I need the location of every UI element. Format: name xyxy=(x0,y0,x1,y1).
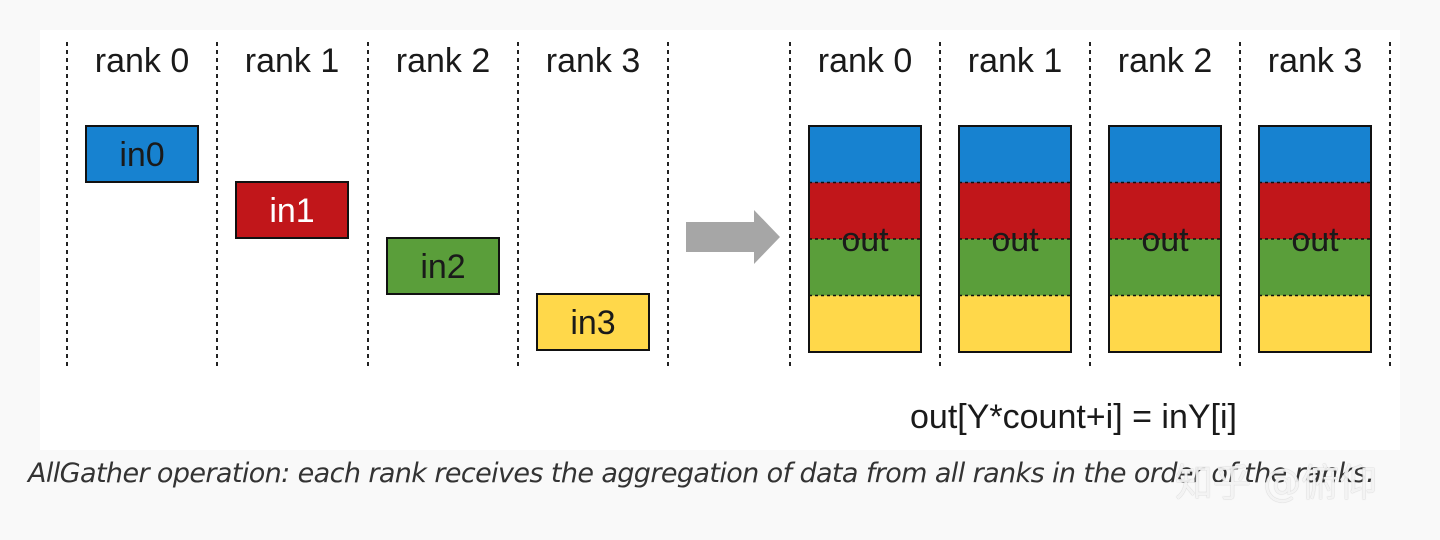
output-stack-border-0 xyxy=(808,125,922,353)
output-segment-1-0 xyxy=(959,126,1071,183)
output-segment-3-0 xyxy=(1259,126,1371,183)
output-segment-0-0 xyxy=(809,126,921,183)
input-block-label-2: in2 xyxy=(420,248,465,286)
output-segment-3-1 xyxy=(1259,182,1371,239)
before-rank-label-0: rank 0 xyxy=(95,42,190,80)
output-segment-2-3 xyxy=(1109,295,1221,352)
output-stack-1: out xyxy=(958,125,1072,353)
allgather-diagram: rank 0 rank 1 rank 2 rank 3 in0 in1 in2 in3 ran… xyxy=(66,42,1391,436)
output-stack-border-1 xyxy=(958,125,1072,353)
before-rank-label-3: rank 3 xyxy=(546,42,641,80)
output-segment-0-1 xyxy=(809,182,921,239)
input-block-3 xyxy=(536,293,650,351)
output-stack-3: out xyxy=(1258,125,1372,353)
output-segment-1-1 xyxy=(959,182,1071,239)
input-block-0 xyxy=(85,125,199,183)
before-rank-label-2: rank 2 xyxy=(396,42,491,80)
allgather-figure: rank 0 rank 1 rank 2 rank 3 in0 in1 in2 in3 ran… xyxy=(40,30,1400,450)
output-segment-3-3 xyxy=(1259,295,1371,352)
output-stack-border-2 xyxy=(1108,125,1222,353)
before-panel: rank 0 rank 1 rank 2 rank 3 in0 in1 in2 in3 xyxy=(85,42,650,351)
rank-dividers xyxy=(66,42,1391,368)
arrow-shape xyxy=(686,210,780,264)
output-stack-label-3: out xyxy=(1291,221,1339,259)
input-block-label-3: in3 xyxy=(570,304,615,342)
output-segment-1-3 xyxy=(959,295,1071,352)
figure-caption: AllGather operation: each rank receives … xyxy=(28,458,1375,489)
after-rank-label-1: rank 1 xyxy=(968,42,1063,80)
output-segment-2-1 xyxy=(1109,182,1221,239)
after-panel: rank 0 out rank 1 out rank 2 out rank 3 out xyxy=(808,42,1372,353)
input-block-1 xyxy=(235,181,349,239)
output-segment-2-2 xyxy=(1109,239,1221,296)
output-segment-0-3 xyxy=(809,295,921,352)
before-rank-label-1: rank 1 xyxy=(245,42,340,80)
input-block-label-1: in1 xyxy=(269,192,314,230)
output-segment-2-0 xyxy=(1109,126,1221,183)
gather-formula: out[Y*count+i] = inY[i] xyxy=(910,398,1237,436)
output-segment-1-2 xyxy=(959,239,1071,296)
right-arrow-icon xyxy=(686,210,780,264)
input-block-label-0: in0 xyxy=(119,136,164,174)
after-rank-label-3: rank 3 xyxy=(1268,42,1363,80)
output-stack-border-3 xyxy=(1258,125,1372,353)
output-segment-3-2 xyxy=(1259,239,1371,296)
output-stack-label-1: out xyxy=(991,221,1039,259)
output-stack-2: out xyxy=(1108,125,1222,353)
output-stack-0: out xyxy=(808,125,922,353)
after-rank-label-2: rank 2 xyxy=(1118,42,1213,80)
after-rank-label-0: rank 0 xyxy=(818,42,913,80)
output-segment-0-2 xyxy=(809,239,921,296)
output-stack-label-2: out xyxy=(1141,221,1189,259)
output-stack-label-0: out xyxy=(841,221,889,259)
input-block-2 xyxy=(386,237,500,295)
